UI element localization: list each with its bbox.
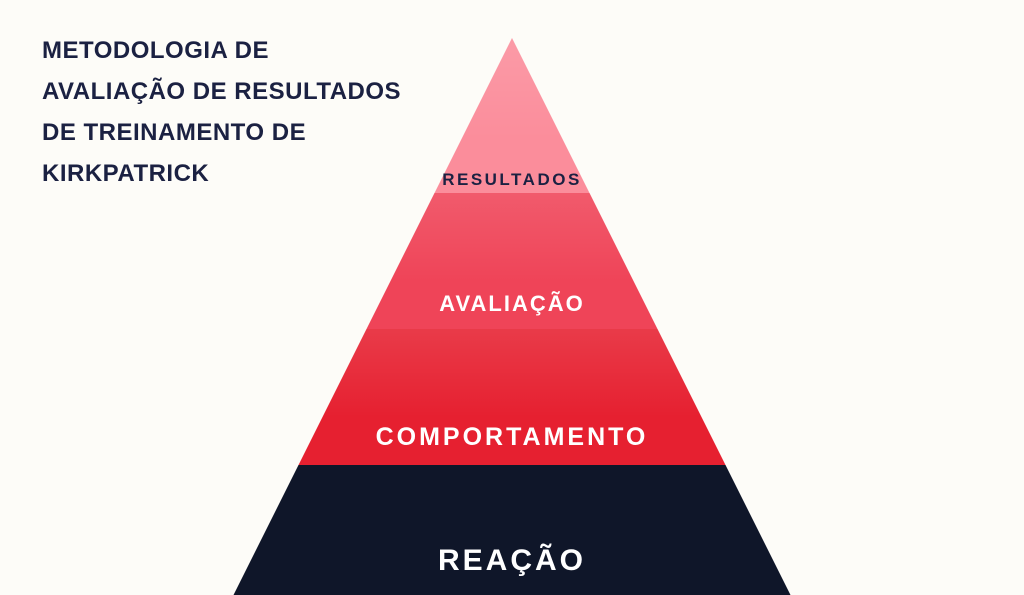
title-line: AVALIAÇÃO DE RESULTADOS — [42, 78, 402, 105]
pyramid-label-comportamento: COMPORTAMENTO — [375, 423, 649, 451]
sheen-overlay — [298, 329, 726, 465]
title-line: DE TREINAMENTO DE — [42, 119, 307, 146]
sheen-overlay — [434, 38, 590, 193]
pyramid-level-reacao — [233, 465, 791, 595]
title-line: METODOLOGIA DE — [42, 37, 270, 64]
sheen-overlay — [366, 193, 658, 329]
title-line: KIRKPATRICK — [42, 160, 210, 187]
page-title: METODOLOGIA DE AVALIAÇÃO DE RESULTADOS D… — [42, 30, 472, 194]
pyramid-label-reacao: REAÇÃO — [437, 544, 586, 577]
pyramid-label-avaliacao: AVALIAÇÃO — [439, 291, 585, 316]
pyramid-label-resultados: RESULTADOS — [442, 170, 582, 189]
